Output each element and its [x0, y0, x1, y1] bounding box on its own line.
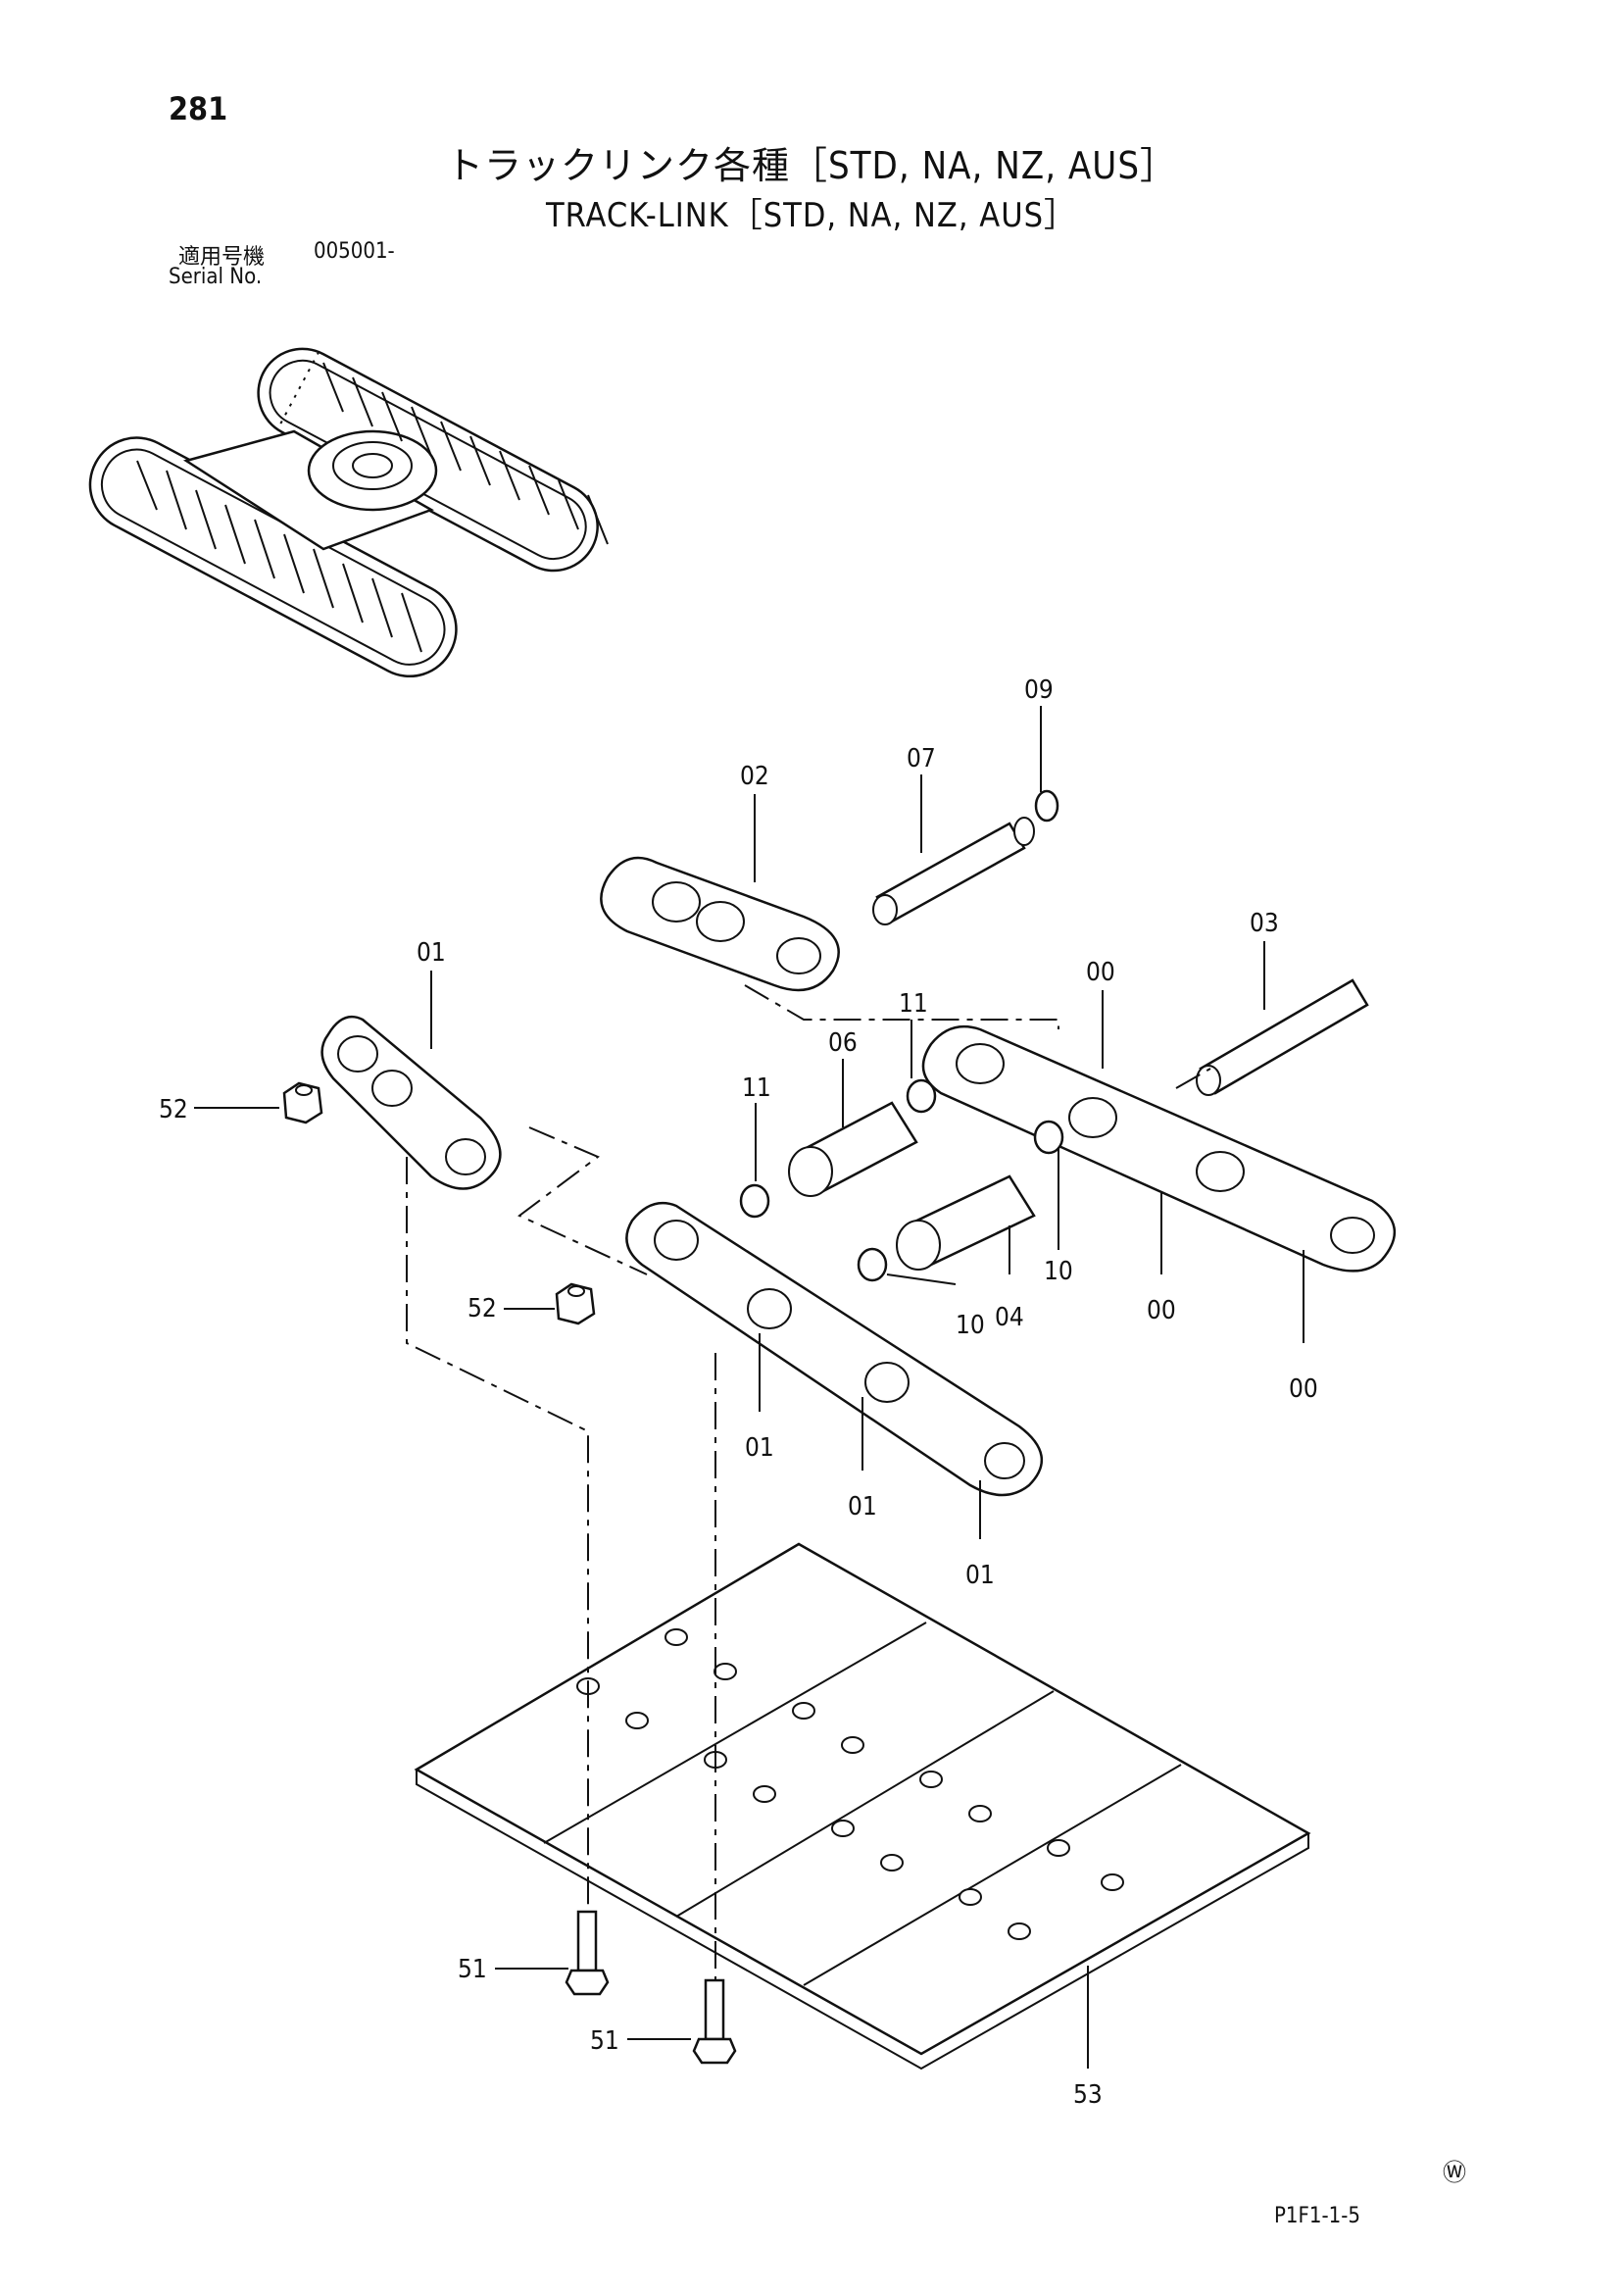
callout-01: 01: [745, 1433, 774, 1463]
callout-11: 11: [899, 989, 928, 1019]
title-japanese: トラックリンク各種［STD, NA, NZ, AUS］: [445, 144, 1179, 187]
serial-value: 005001-: [314, 239, 395, 264]
nut-52-upper: [282, 1081, 323, 1124]
callout-00: 00: [1147, 1296, 1176, 1325]
seal-10-right: [1033, 1120, 1064, 1155]
bolt-51-left: [565, 1910, 610, 1996]
callout-10: 10: [1044, 1257, 1073, 1286]
track-shoe-53: [414, 1542, 1311, 2071]
callout-11: 11: [742, 1073, 771, 1103]
bushing-04: [896, 1174, 1036, 1271]
page-code: P1F1-1-5: [1274, 2204, 1360, 2228]
callout-10: 10: [956, 1311, 985, 1340]
callout-51: 51: [590, 2026, 619, 2056]
callout-labels: 09 02 07 03 00 01 11 06 11 52 52 10 10 0…: [159, 675, 1318, 2110]
bushing-06: [788, 1101, 918, 1197]
callout-00: 00: [1289, 1374, 1318, 1404]
callout-01: 01: [417, 938, 446, 968]
assembly-lines: [406, 984, 1211, 1980]
link-00-set: [921, 1024, 1397, 1273]
pin-07: [872, 817, 1035, 925]
serial-label-english: Serial No.: [169, 265, 263, 289]
link-02: [600, 856, 840, 992]
callout-01: 01: [848, 1492, 877, 1522]
undercarriage-overview: [88, 347, 609, 678]
callout-52: 52: [468, 1294, 497, 1323]
bolt-51-right: [692, 1978, 737, 2065]
title-english: TRACK-LINK［STD, NA, NZ, AUS］: [545, 196, 1079, 235]
seal-10-left: [857, 1247, 888, 1282]
callout-03: 03: [1250, 909, 1279, 938]
callout-06: 06: [828, 1028, 858, 1058]
pin-03: [1196, 978, 1369, 1096]
nut-52-lower: [555, 1282, 596, 1325]
callout-53: 53: [1073, 2080, 1103, 2110]
w-mark: Ⓦ: [1443, 2159, 1466, 2186]
callout-02: 02: [740, 762, 769, 791]
seal-11-upper: [906, 1078, 937, 1114]
callout-01: 01: [965, 1561, 995, 1590]
page-number: 281: [169, 90, 228, 127]
ring-09: [1034, 789, 1059, 823]
link-01-left: [320, 1015, 502, 1190]
callout-51: 51: [458, 1955, 487, 1984]
serial-label-japanese: 適用号機: [178, 245, 266, 270]
seal-11-lower: [739, 1183, 770, 1219]
callout-07: 07: [907, 744, 936, 774]
callout-09: 09: [1024, 675, 1054, 705]
link-01-set: [625, 1201, 1044, 1497]
callout-00: 00: [1086, 958, 1115, 987]
callout-04: 04: [995, 1303, 1024, 1332]
callout-52: 52: [159, 1095, 188, 1124]
leader-lines: [194, 706, 1304, 2069]
